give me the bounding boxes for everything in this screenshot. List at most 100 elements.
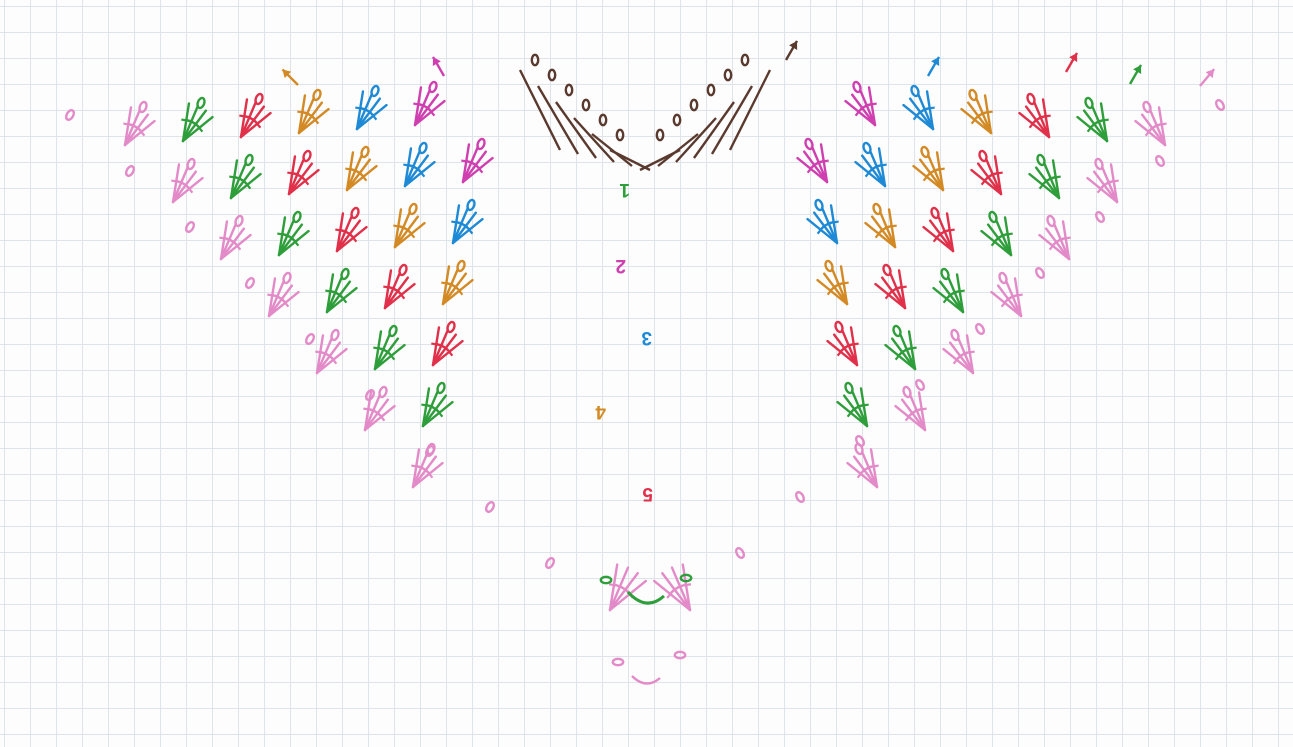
turn-arrow <box>632 676 660 684</box>
chain-stitch <box>436 382 446 394</box>
chain-stitch <box>975 323 986 335</box>
chain-stitch <box>872 203 882 215</box>
chain-stitch <box>305 333 316 345</box>
stitch-bar <box>1041 116 1051 118</box>
chain-stitch <box>862 142 872 154</box>
chain-stitch <box>138 101 148 113</box>
chain-stitch <box>824 260 834 272</box>
chain-stitch <box>360 146 370 158</box>
chain-stitch <box>244 154 254 166</box>
chain-stitch <box>1035 267 1046 279</box>
chain-stitch <box>196 97 206 109</box>
chain-stitch <box>428 81 438 93</box>
chain-stitch <box>691 100 697 110</box>
turn-arrow <box>628 592 664 603</box>
stitch-bar <box>681 584 691 586</box>
chain-stitch <box>998 272 1008 284</box>
chain-stitch <box>708 85 714 95</box>
chain-stitch <box>1046 215 1056 227</box>
stitch-bar <box>1099 120 1109 122</box>
row-number-1: 1 <box>619 179 630 200</box>
stitch-bar <box>819 161 829 163</box>
chain-stitch <box>340 268 350 280</box>
stitch-bar <box>877 165 887 167</box>
row-number-2: 2 <box>615 255 626 276</box>
chain-stitch <box>185 221 196 233</box>
chain-stitch <box>1026 93 1036 105</box>
stitch-bar <box>869 466 879 468</box>
chain-stitch <box>892 325 902 337</box>
stitch-bar <box>839 283 849 285</box>
chain-stitch <box>804 138 814 150</box>
row-number-3: 3 <box>641 327 652 348</box>
stitch-bar <box>849 344 859 346</box>
stitch-bar <box>1003 234 1013 236</box>
chain-stitch <box>725 70 731 80</box>
chain-stitch <box>675 652 685 658</box>
chain-stitch <box>545 557 556 569</box>
chain-stitch <box>302 150 312 162</box>
stitch-marks <box>65 41 1226 684</box>
chain-stitch <box>844 382 854 394</box>
dc-stitch <box>730 70 770 150</box>
dc-stitch <box>640 150 680 170</box>
chain-stitch <box>617 130 623 140</box>
chain-stitch <box>902 386 912 398</box>
chain-stitch <box>988 211 998 223</box>
stitch-bar <box>867 104 877 106</box>
chain-stitch <box>1094 158 1104 170</box>
chain-stitch <box>408 203 418 215</box>
chain-stitch <box>549 70 555 80</box>
chain-stitch <box>583 100 589 110</box>
chain-stitch <box>186 158 196 170</box>
stitch-bar <box>1051 177 1061 179</box>
chain-stitch <box>930 207 940 219</box>
stitch-bar <box>993 173 1003 175</box>
chain-stitch <box>1215 99 1226 111</box>
chain-stitch <box>398 264 408 276</box>
chain-stitch <box>1095 211 1106 223</box>
chain-stitch <box>852 81 862 93</box>
chain-stitch <box>674 115 680 125</box>
stitch-bar <box>917 409 927 411</box>
chain-stitch <box>1084 97 1094 109</box>
chain-stitch <box>1142 101 1152 113</box>
row-number-4: 4 <box>595 401 606 422</box>
chain-stitch <box>920 146 930 158</box>
chain-stitch <box>378 386 388 398</box>
stitch-bar <box>829 222 839 224</box>
chain-stitch <box>418 142 428 154</box>
chain-stitch <box>312 89 322 101</box>
stitch-bar <box>945 230 955 232</box>
chain-stitch <box>532 55 538 65</box>
stitch-bar <box>897 287 907 289</box>
chain-stitch <box>795 491 806 503</box>
stitch-bar <box>925 108 935 110</box>
chain-stitch <box>915 379 926 391</box>
chain-stitch <box>245 277 256 289</box>
chain-stitch <box>466 199 476 211</box>
chain-stitch <box>234 215 244 227</box>
chain-stitch <box>388 325 398 337</box>
stitch-bar <box>887 226 897 228</box>
stitch-bar <box>965 352 975 354</box>
chain-stitch <box>940 268 950 280</box>
chain-stitch <box>485 501 496 513</box>
chain-stitch <box>814 199 824 211</box>
chain-stitch <box>742 55 748 65</box>
stitch-bar <box>1013 295 1023 297</box>
chain-stitch <box>425 445 436 457</box>
chain-stitch <box>600 115 606 125</box>
chain-stitch <box>613 659 623 665</box>
stitch-bar <box>907 348 917 350</box>
chain-stitch <box>476 138 486 150</box>
chain-stitch <box>978 150 988 162</box>
chain-stitch <box>601 577 611 583</box>
row-number-5: 5 <box>642 483 653 504</box>
chain-stitch <box>968 89 978 101</box>
chain-stitch <box>456 260 466 272</box>
chain-stitch <box>950 329 960 341</box>
chain-stitch <box>370 85 380 97</box>
